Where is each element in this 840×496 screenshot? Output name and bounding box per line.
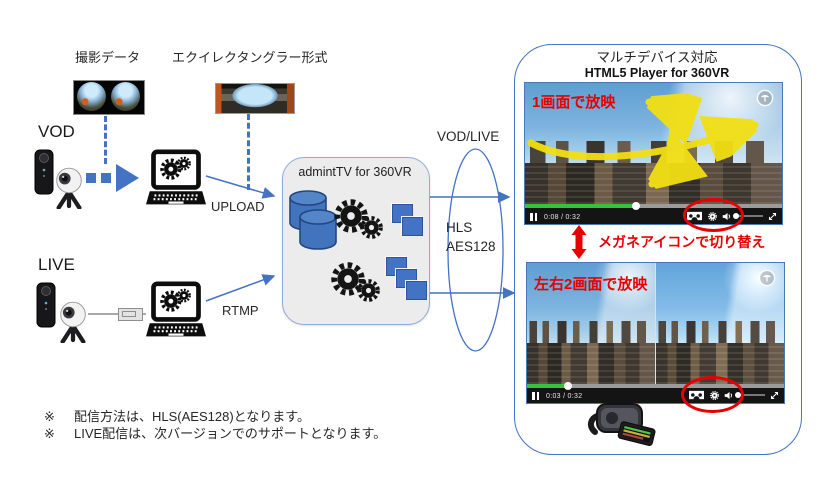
fullscreen-icon[interactable] [768,212,777,221]
settings-gear-icon[interactable] [710,391,719,400]
pause-button[interactable] [532,392,539,400]
usb-cable [88,313,146,315]
seek-knob[interactable] [631,202,640,210]
hls-aes128-label: HLS AES128 [446,219,496,257]
vr-goggles-icon[interactable] [686,211,703,221]
ball-camera-icon [52,167,86,209]
seek-bar[interactable] [525,202,782,210]
stereo-left-video[interactable] [527,263,655,384]
settings-gear-icon[interactable] [708,212,717,221]
switch-annotation: メガネアイコンで切り替え [598,234,766,250]
gyro-compass-icon[interactable] [758,269,776,287]
encoder-laptop-icon [146,149,206,209]
drag-direction-arrows [527,83,782,204]
footnotes: ※ 配信方法は、HLS(AES128)となります。 ※ LIVE配信は、次バージ… [44,408,386,442]
pause-button[interactable] [530,213,537,221]
ball-camera-icon [56,301,90,343]
theta-camera-icon [34,149,54,195]
rtmp-label: RTMP [222,303,259,318]
vod-live-label: VOD/LIVE [437,129,500,144]
rtmp-arrow [205,274,276,302]
fullscreen-icon[interactable] [770,391,779,400]
upload-arrow [205,175,276,199]
note-text: LIVE配信は、次バージョンでのサポートとなります。 [74,426,387,441]
volume-icon[interactable] [722,212,731,221]
single-view-label: 1画面で放映 [532,94,616,111]
player-control-bar: 0:03 / 0:32 [527,382,784,403]
volume-slider[interactable] [735,391,765,398]
stereo-view-label: 左右2画面で放映 [534,276,648,293]
fisheye-connector-dashed [104,116,107,164]
database-icon [298,209,338,251]
live-label: LIVE [38,255,75,274]
player-control-bar: 0:08 / 0:32 [525,202,782,224]
vod-label: VOD [38,122,75,141]
theta-camera-icon [36,282,56,328]
note-line: ※ LIVE配信は、次バージョンでのサポートとなります。 [44,425,386,442]
vr-goggles-icon[interactable] [688,390,705,400]
transcode-gear-icon [357,279,380,302]
video-segment-icon [402,217,423,236]
transcode-gear-icon [360,216,383,239]
video-viewport[interactable]: 1画面で放映 [525,83,782,204]
player-single-view: 1画面で放映 0: [524,82,783,225]
time-display: 0:08 / 0:32 [544,214,581,221]
seek-bar[interactable] [527,382,784,390]
shooting-data-label: 撮影データ [75,50,141,65]
vod-dashed-arrow [86,164,139,192]
fisheye-right-image [111,82,140,111]
switch-double-arrow [571,225,587,259]
upload-label: UPLOAD [211,199,265,214]
usb-plug-icon [118,308,143,321]
fisheye-left-image [77,82,106,111]
hls-line: HLS [446,220,473,235]
seek-knob[interactable] [564,382,573,390]
seek-progress [525,202,640,210]
volume-icon[interactable] [724,391,733,400]
note-text: 配信方法は、HLS(AES128)となります。 [74,409,310,424]
volume-knob[interactable] [733,212,739,219]
encoder-laptop-icon [146,281,206,341]
volume-slider[interactable] [733,212,763,219]
note-marker: ※ [44,426,55,441]
panel-subtitle: HTML5 Player for 360VR [584,66,730,80]
note-marker: ※ [44,409,55,424]
panel-title: マルチデバイス対応 [596,50,718,65]
vr-headset-image [586,400,658,446]
dual-fisheye-thumbnail [73,80,145,115]
player-stereo-view: 左右2画面で放映 0:03 / 0:32 [526,262,785,404]
video-segment-icon [406,281,427,300]
volume-knob[interactable] [735,391,741,398]
equirect-connector-dashed [247,114,250,190]
equirect-format-label: エクイレクタングラー形式 [172,50,328,65]
aes-line: AES128 [446,238,496,254]
seek-progress [527,382,573,390]
video-viewport[interactable]: 左右2画面で放映 [527,263,784,384]
gyro-compass-icon[interactable] [756,89,774,107]
server-title: admintTV for 360VR [298,165,412,179]
time-display: 0:03 / 0:32 [546,393,583,400]
note-line: ※ 配信方法は、HLS(AES128)となります。 [44,408,386,425]
equirect-thumbnail [215,83,295,114]
